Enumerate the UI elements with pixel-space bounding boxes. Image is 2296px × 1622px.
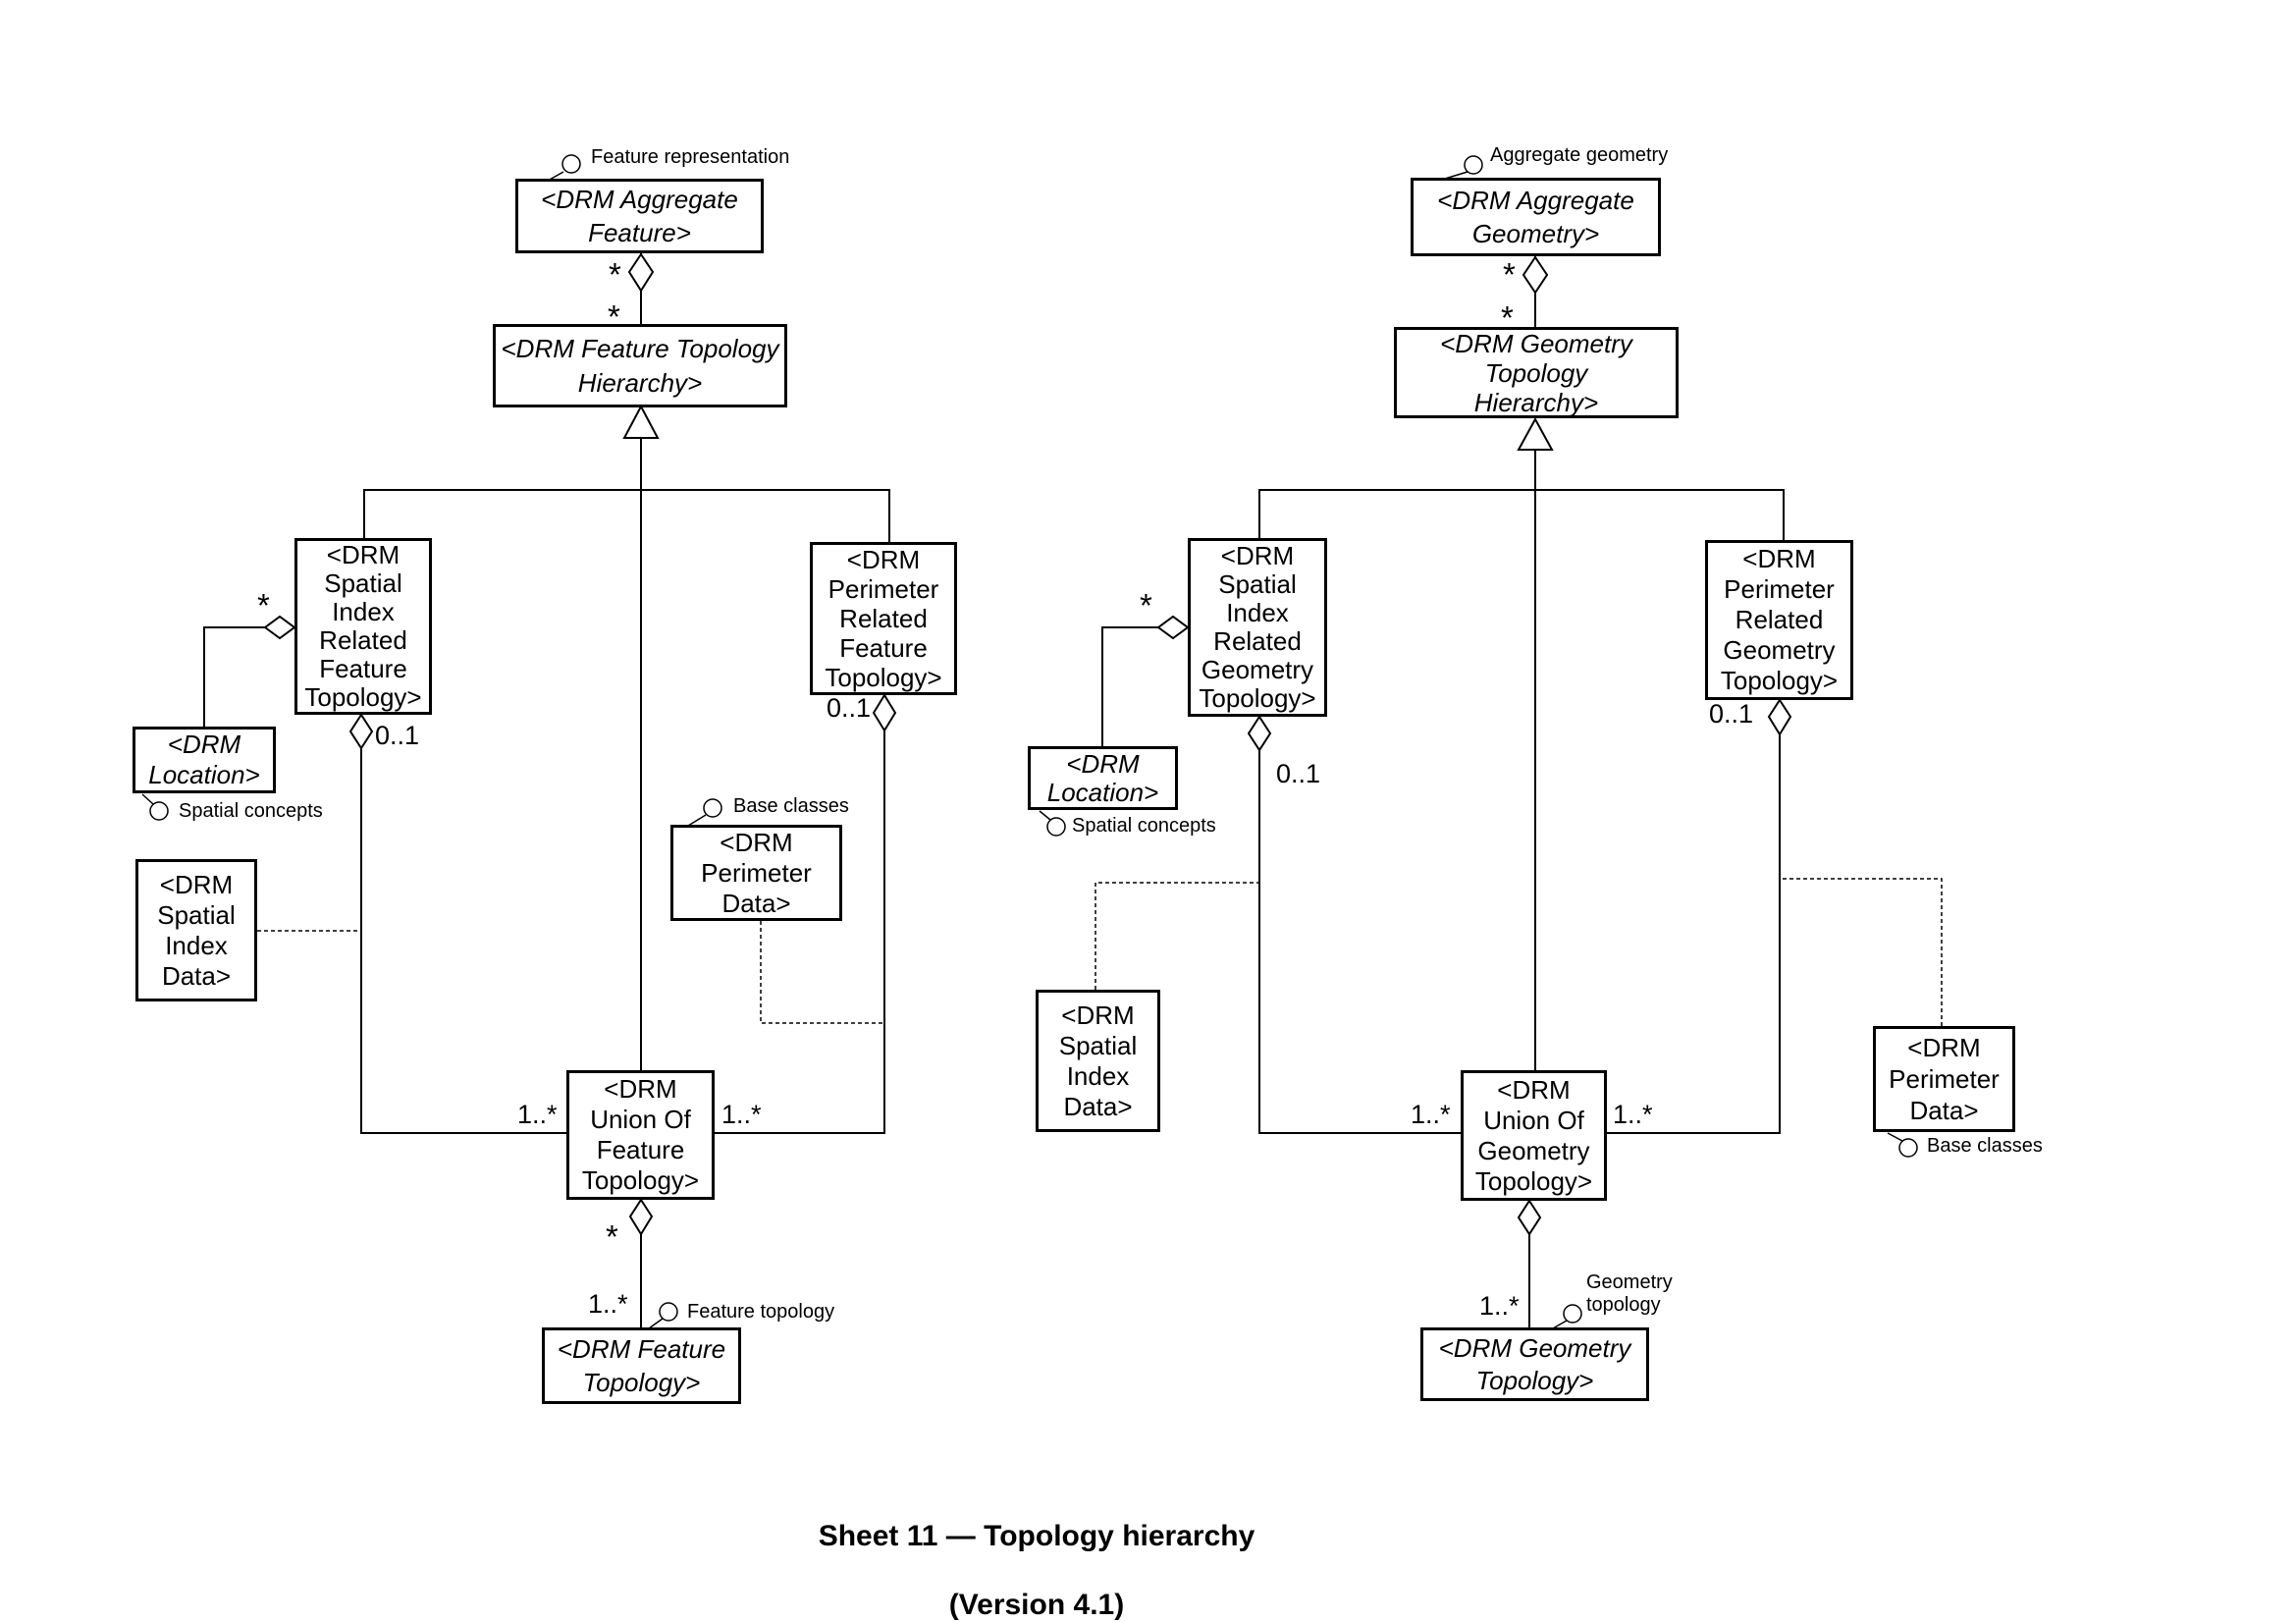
right-spatial-aggregation-link bbox=[1247, 715, 1461, 1134]
left-perimeter-data-note-link bbox=[760, 921, 884, 1024]
annotation-spatial-concepts-left: Spatial concepts bbox=[179, 800, 323, 822]
mult-left-aggregate-child: * bbox=[608, 298, 620, 335]
node-drm-spatial-index-related-geometry-topology: <DRM Spatial Index Related Geometry Topo… bbox=[1188, 538, 1327, 717]
left-generalization-tree bbox=[363, 404, 890, 1070]
annotation-base-classes-left: Base classes bbox=[733, 795, 849, 817]
mult-left-spatial-optional: 0..1 bbox=[375, 721, 420, 750]
mult-left-aggregate-parent: * bbox=[609, 256, 621, 293]
sheet-caption-title: Sheet 11 — Topology hierarchy bbox=[818, 1520, 1255, 1552]
mult-left-union-left: 1..* bbox=[517, 1100, 558, 1129]
right-generalization-tree bbox=[1258, 416, 1785, 1070]
right-perimeter-aggregation-link bbox=[1607, 698, 1792, 1134]
node-drm-geometry-topology-hierarchy: <DRM Geometry Topology Hierarchy> bbox=[1394, 327, 1679, 418]
annotation-spatial-concepts-right: Spatial concepts bbox=[1072, 815, 1216, 837]
right-spatial-data-note-link bbox=[1095, 882, 1259, 990]
mult-left-union-child: 1..* bbox=[588, 1289, 628, 1319]
mult-right-union-right: 1..* bbox=[1613, 1100, 1653, 1129]
node-drm-location-left: <DRM Location> bbox=[133, 727, 276, 793]
node-drm-aggregate-geometry: <DRM Aggregate Geometry> bbox=[1411, 178, 1661, 256]
mult-right-union-child: 1..* bbox=[1479, 1291, 1520, 1321]
node-drm-aggregate-feature: <DRM Aggregate Feature> bbox=[515, 179, 764, 253]
mult-right-aggregate-child: * bbox=[1501, 299, 1514, 336]
mult-left-perimeter-optional: 0..1 bbox=[827, 693, 872, 723]
mult-left-union-parent: * bbox=[606, 1218, 618, 1255]
sheet-caption: Sheet 11 — Topology hierarchy (Version 4… bbox=[791, 1485, 1282, 1622]
left-aggregate-to-hierarchy-link bbox=[627, 252, 655, 324]
annotation-base-classes-right: Base classes bbox=[1927, 1135, 2043, 1157]
mult-right-location: * bbox=[1140, 587, 1152, 623]
right-aggregate-to-hierarchy-link bbox=[1522, 255, 1549, 327]
right-location-aggregation-link bbox=[1101, 615, 1190, 746]
right-union-to-topology-link bbox=[1517, 1199, 1542, 1327]
mult-right-spatial-optional: 0..1 bbox=[1276, 759, 1321, 788]
annotation-geometry-topology: Geometry topology bbox=[1586, 1271, 1673, 1316]
node-drm-union-of-feature-topology: <DRM Union Of Feature Topology> bbox=[566, 1070, 715, 1200]
mult-left-location: * bbox=[257, 587, 270, 623]
annotation-aggregate-geometry: Aggregate geometry bbox=[1490, 144, 1669, 166]
left-spatial-aggregation-link bbox=[348, 713, 566, 1134]
node-drm-union-of-geometry-topology: <DRM Union Of Geometry Topology> bbox=[1461, 1070, 1607, 1201]
right-annotation-anchors bbox=[1039, 155, 1918, 1329]
node-drm-geometry-topology: <DRM Geometry Topology> bbox=[1420, 1327, 1649, 1401]
annotation-feature-representation: Feature representation bbox=[591, 146, 790, 168]
node-drm-perimeter-data-left: <DRM Perimeter Data> bbox=[670, 825, 842, 921]
sheet-caption-version: (Version 4.1) bbox=[948, 1589, 1125, 1621]
node-drm-feature-topology-hierarchy: <DRM Feature Topology Hierarchy> bbox=[493, 324, 787, 407]
right-perimeter-data-note-link bbox=[1780, 878, 1943, 1026]
node-drm-spatial-index-data-left: <DRM Spatial Index Data> bbox=[135, 859, 257, 1001]
node-drm-perimeter-related-geometry-topology: <DRM Perimeter Related Geometry Topology… bbox=[1705, 540, 1853, 700]
node-drm-spatial-index-related-feature-topology: <DRM Spatial Index Related Feature Topol… bbox=[294, 538, 432, 715]
mult-right-aggregate-parent: * bbox=[1503, 256, 1516, 293]
mult-right-perimeter-optional: 0..1 bbox=[1709, 699, 1754, 729]
node-drm-perimeter-data-right: <DRM Perimeter Data> bbox=[1873, 1026, 2015, 1132]
mult-left-union-right: 1..* bbox=[721, 1100, 762, 1129]
annotation-feature-topology: Feature topology bbox=[687, 1301, 835, 1323]
left-perimeter-aggregation-link bbox=[715, 693, 897, 1134]
node-drm-feature-topology: <DRM Feature Topology> bbox=[542, 1327, 741, 1404]
left-location-aggregation-link bbox=[203, 615, 296, 727]
left-union-to-topology-link bbox=[628, 1198, 654, 1327]
node-drm-perimeter-related-feature-topology: <DRM Perimeter Related Feature Topology> bbox=[810, 542, 957, 695]
node-drm-spatial-index-data-right: <DRM Spatial Index Data> bbox=[1036, 990, 1160, 1132]
node-drm-location-right: <DRM Location> bbox=[1028, 746, 1178, 810]
mult-right-union-left: 1..* bbox=[1411, 1100, 1451, 1129]
